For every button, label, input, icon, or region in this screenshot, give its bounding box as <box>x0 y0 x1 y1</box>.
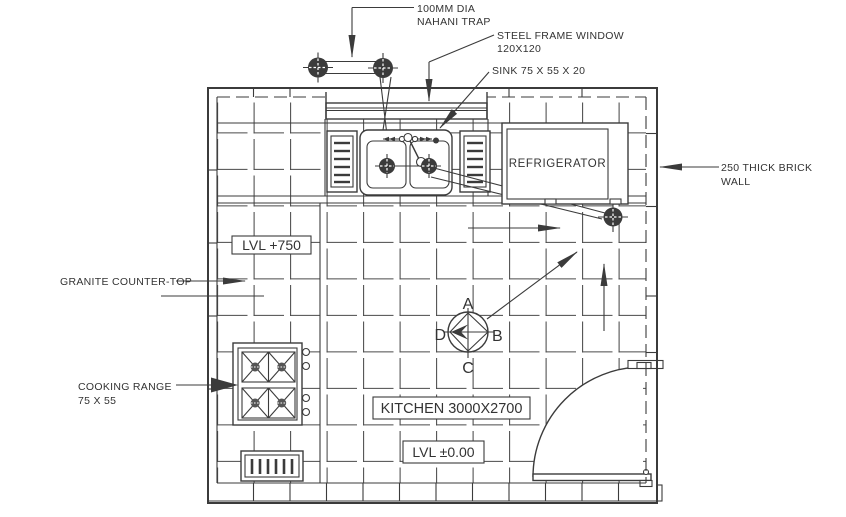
sink-right-rack <box>459 130 491 193</box>
leader-granite-counter <box>161 277 264 297</box>
nahani-trap-symbol <box>368 53 398 83</box>
tag-room: KITCHEN 3000X2700 <box>381 401 523 417</box>
refrigerator-label: REFRIGERATOR <box>509 158 607 170</box>
label-cooking-range-line1: COOKING RANGE <box>78 381 172 393</box>
compass-label-c: C <box>462 360 474 377</box>
tag-floor-level: LVL ±0.00 <box>412 444 474 460</box>
faucet <box>383 132 439 168</box>
compass-pointer <box>451 324 468 340</box>
flow-arrows <box>468 224 608 331</box>
range-knobs <box>301 347 311 417</box>
leader-sink <box>439 71 490 129</box>
label-granite-counter: GRANITE COUNTER-TOP <box>60 276 192 288</box>
tag-counter-level: LVL +750 <box>242 237 301 253</box>
compass-label-a: A <box>463 296 474 313</box>
sink-left-bowl <box>366 140 407 189</box>
floor-grill <box>240 450 304 482</box>
steel-frame-window <box>325 92 488 120</box>
label-sink: SINK 75 X 55 X 20 <box>492 65 585 77</box>
door-leaf <box>532 473 652 482</box>
compass: A B C D <box>434 296 502 377</box>
door <box>532 359 664 488</box>
sink-drain <box>375 154 399 178</box>
bottom-wall-joints <box>252 483 663 502</box>
compass-label-b: B <box>492 328 503 345</box>
annotation-labels: 100MM DIA NAHANI TRAP STEEL FRAME WINDOW… <box>60 3 812 407</box>
leaders <box>161 6 719 393</box>
door-swing-arc <box>532 366 644 478</box>
label-brick-wall-line1: 250 THICK BRICK <box>721 162 812 174</box>
leader-nahani-trap <box>348 6 414 58</box>
nahani-traps <box>303 52 398 83</box>
flow-arrow-diagonal <box>486 251 578 320</box>
side-wall-joints <box>208 88 657 390</box>
sink-left-rack <box>326 130 358 193</box>
sink-drain <box>417 154 441 178</box>
label-nahani-trap-line2: NAHANI TRAP <box>417 16 491 28</box>
label-steel-window-line2: 120X120 <box>497 43 541 55</box>
burner-caps <box>250 362 287 408</box>
label-cooking-range-line2: 75 X 55 <box>78 395 116 407</box>
refrigerator: REFRIGERATOR <box>501 122 629 205</box>
sink <box>359 129 453 196</box>
nahani-trap-symbol <box>303 52 333 83</box>
label-steel-window-line1: STEEL FRAME WINDOW <box>497 30 624 42</box>
level-tags: LVL +750 KITCHEN 3000X2700 LVL ±0.00 <box>231 235 531 464</box>
label-nahani-trap-line1: 100MM DIA <box>417 3 475 15</box>
compass-label-d: D <box>434 327 446 344</box>
sink-right-bowl <box>409 140 450 189</box>
leader-steel-window <box>425 34 495 102</box>
leader-cooking-range <box>176 377 238 393</box>
label-brick-wall-line2: WALL <box>721 176 750 188</box>
floor-trap <box>598 202 628 232</box>
cooking-range <box>232 342 311 426</box>
